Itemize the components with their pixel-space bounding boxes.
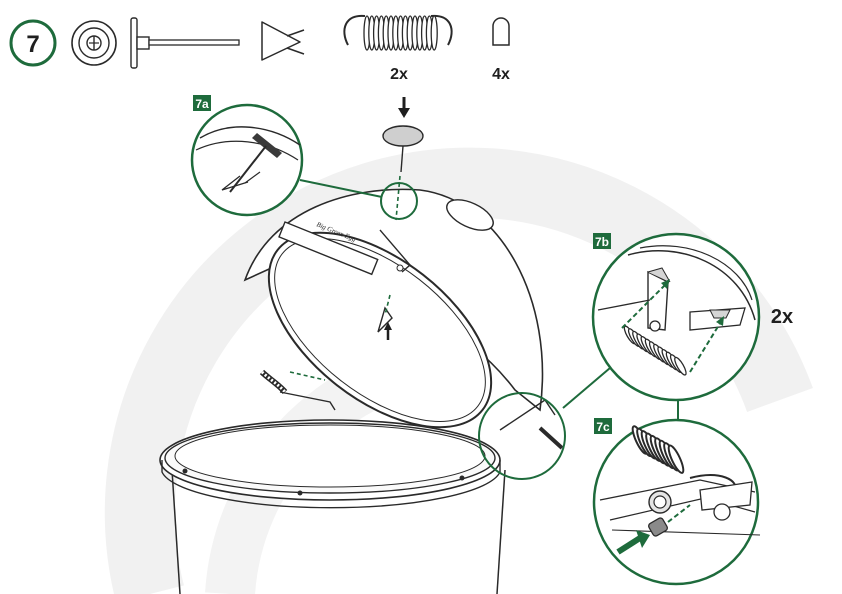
grill-base xyxy=(159,419,506,594)
end-cap-quantity: 4x xyxy=(492,66,510,83)
callout-7b-quantity: 2x xyxy=(771,306,793,328)
callout-label-7c: 7c xyxy=(596,420,610,434)
spring-coil xyxy=(667,444,685,474)
spring-icon xyxy=(343,14,453,51)
callout-tag-7a: 7a xyxy=(193,95,211,111)
callout-label-7a: 7a xyxy=(195,97,209,111)
callout-tag-7b: 7b xyxy=(593,233,611,249)
step-number-badge: 7 xyxy=(9,19,57,67)
thermometer-clip-installed xyxy=(377,294,393,340)
callout-7b xyxy=(562,232,761,420)
callout-label-7b: 7b xyxy=(595,235,609,249)
step-number: 7 xyxy=(26,31,39,58)
spring-end-cap-icon xyxy=(492,17,510,46)
hinge-spring-left xyxy=(259,369,336,411)
spring-coil xyxy=(674,356,687,376)
spring-quantity: 2x xyxy=(390,66,408,83)
callout-7a xyxy=(190,103,383,217)
thermometer-gauge-installed xyxy=(380,97,424,221)
spring-coil xyxy=(430,15,438,51)
thermometer-clip-icon xyxy=(261,21,305,61)
callout-7c xyxy=(592,418,761,586)
thermometer-gauge-icon xyxy=(71,20,117,66)
thermometer-probe-icon xyxy=(130,17,240,69)
hinge-assembly-right xyxy=(478,392,566,480)
callout-tag-7c: 7c xyxy=(594,418,612,434)
